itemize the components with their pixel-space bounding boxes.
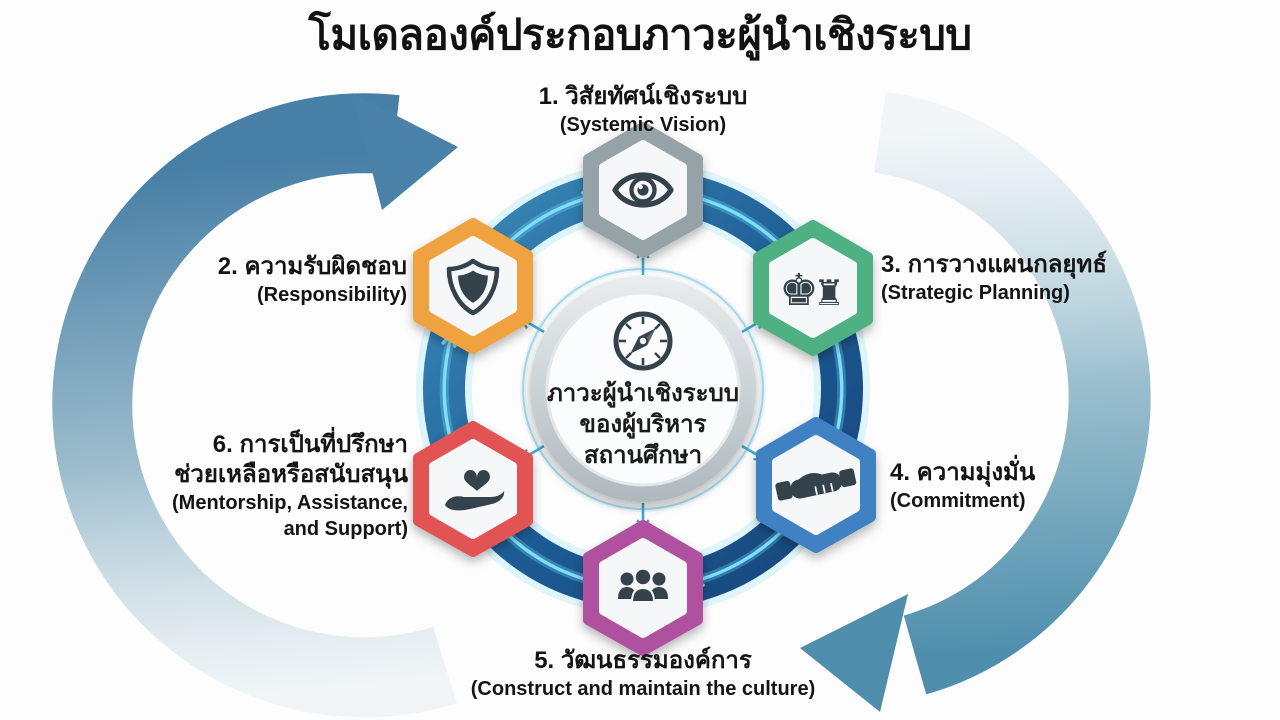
node-hexagon-3: ♚ ♜: [753, 220, 873, 356]
handshake-icon: [775, 468, 857, 501]
outer-cycle-arrow-right: [800, 91, 1151, 712]
shield-icon: [446, 258, 500, 316]
node-hexagon-5: [583, 520, 703, 656]
node-label-1: 1. วิสัยทัศน์เชิงระบบ (Systemic Vision): [538, 83, 748, 136]
hand-heart-icon: [445, 469, 505, 511]
node-label-4: 4. ความมุ่งมั่น (Commitment): [890, 459, 1036, 512]
node-hexagon-6: [413, 421, 533, 557]
people-group-icon: [618, 567, 668, 603]
node-hexagon-4: [756, 417, 876, 553]
center-hub-label: ภาวะผู้นำเชิงระบบ ของผู้บริหาร สถานศึกษา: [546, 380, 740, 469]
node-hexagon-1: [583, 122, 703, 258]
svg-text:♚: ♚: [779, 265, 818, 316]
compass-icon: [613, 311, 673, 371]
node-label-2: 2. ความรับผิดชอบ (Responsibility): [217, 253, 407, 306]
chess-strategy-icon: ♚ ♜: [779, 265, 844, 316]
node-label-5: 5. วัฒนธรรมองค์การ (Construct and mainta…: [470, 647, 816, 700]
flow-arrow-6-2: [441, 331, 457, 446]
page-title: โมเดลองค์ประกอบภาวะผู้นำเชิงระบบ: [308, 11, 972, 58]
node-label-6: 6. การเป็นที่ปรึกษา ช่วยเหลือหรือสนับสนุ…: [172, 431, 408, 540]
center-hub: [530, 276, 756, 502]
node-hexagon-2: [413, 218, 533, 354]
node-label-3: 3. การวางแผนกลยุทธ์ (Strategic Planning): [881, 251, 1107, 304]
eye-icon: [612, 172, 674, 208]
outer-cycle-arrow-left: [52, 93, 458, 718]
svg-text:♜: ♜: [813, 274, 844, 314]
